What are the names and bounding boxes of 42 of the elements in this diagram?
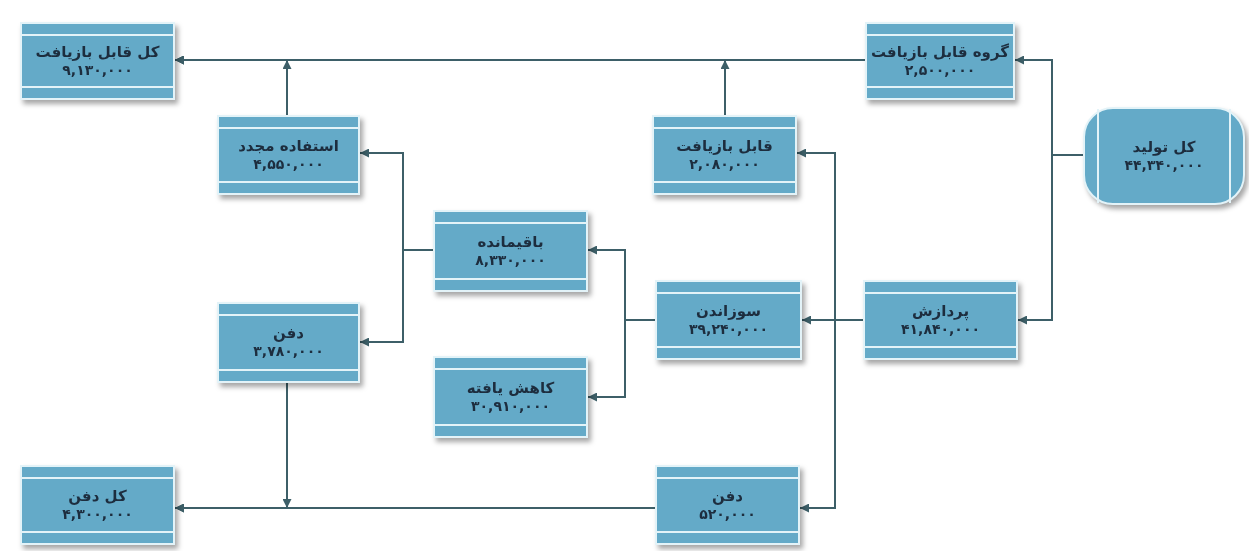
arrow <box>799 319 864 513</box>
box-value: ۸,۳۳۰,۰۰۰ <box>475 251 546 270</box>
box-value: ۵۲۰,۰۰۰ <box>699 505 756 524</box>
process-box <box>433 356 588 438</box>
process-box <box>217 302 360 383</box>
box-value: ۲,۵۰۰,۰۰۰ <box>904 61 976 80</box>
process-box <box>433 210 588 292</box>
box-title: قابل بازیافت <box>676 136 773 156</box>
rounded-box <box>1083 107 1245 205</box>
process-box <box>655 280 802 360</box>
process-box <box>20 22 175 100</box>
process-box <box>863 280 1018 360</box>
arrow <box>174 503 656 513</box>
arrow <box>1017 154 1084 325</box>
box-value: ۹,۱۳۰,۰۰۰ <box>62 61 133 80</box>
arrow <box>587 319 656 402</box>
box-title: کل قابل بازیافت <box>35 42 160 62</box>
box-title: کل دفن <box>68 486 127 506</box>
box-title: کل تولید <box>1132 137 1196 157</box>
arrow <box>359 249 434 347</box>
box-title: پردازش <box>911 301 970 321</box>
process-box <box>865 22 1015 100</box>
box-value: ۴۱,۸۴۰,۰۰۰ <box>901 320 980 339</box>
box-value: ۴,۵۵۰,۰۰۰ <box>253 155 324 174</box>
box-value: ۳۰,۹۱۰,۰۰۰ <box>471 397 550 416</box>
process-box <box>217 115 360 195</box>
box-value: ۲,۰۸۰,۰۰۰ <box>689 155 760 174</box>
box-title: گروه قابل بازیافت <box>871 42 1009 62</box>
box-value: ۳۹,۲۴۰,۰۰۰ <box>689 320 768 339</box>
box-title: دفن <box>273 324 304 344</box>
box-title: استفاده مجدد <box>238 136 339 156</box>
box-title: سوزاندن <box>695 301 761 321</box>
box-value: ۴۴,۳۴۰,۰۰۰ <box>1124 156 1204 175</box>
arrow <box>174 56 730 116</box>
process-box <box>20 465 175 545</box>
process-box <box>652 115 797 195</box>
box-title: باقیمانده <box>477 232 544 252</box>
process-box <box>655 465 800 545</box>
box-value: ۳,۷۸۰,۰۰۰ <box>253 343 324 361</box>
box-title: کاهش یافته <box>466 378 555 398</box>
box-title: دفن <box>712 486 743 506</box>
box-value: ۴,۳۰۰,۰۰۰ <box>62 505 133 524</box>
